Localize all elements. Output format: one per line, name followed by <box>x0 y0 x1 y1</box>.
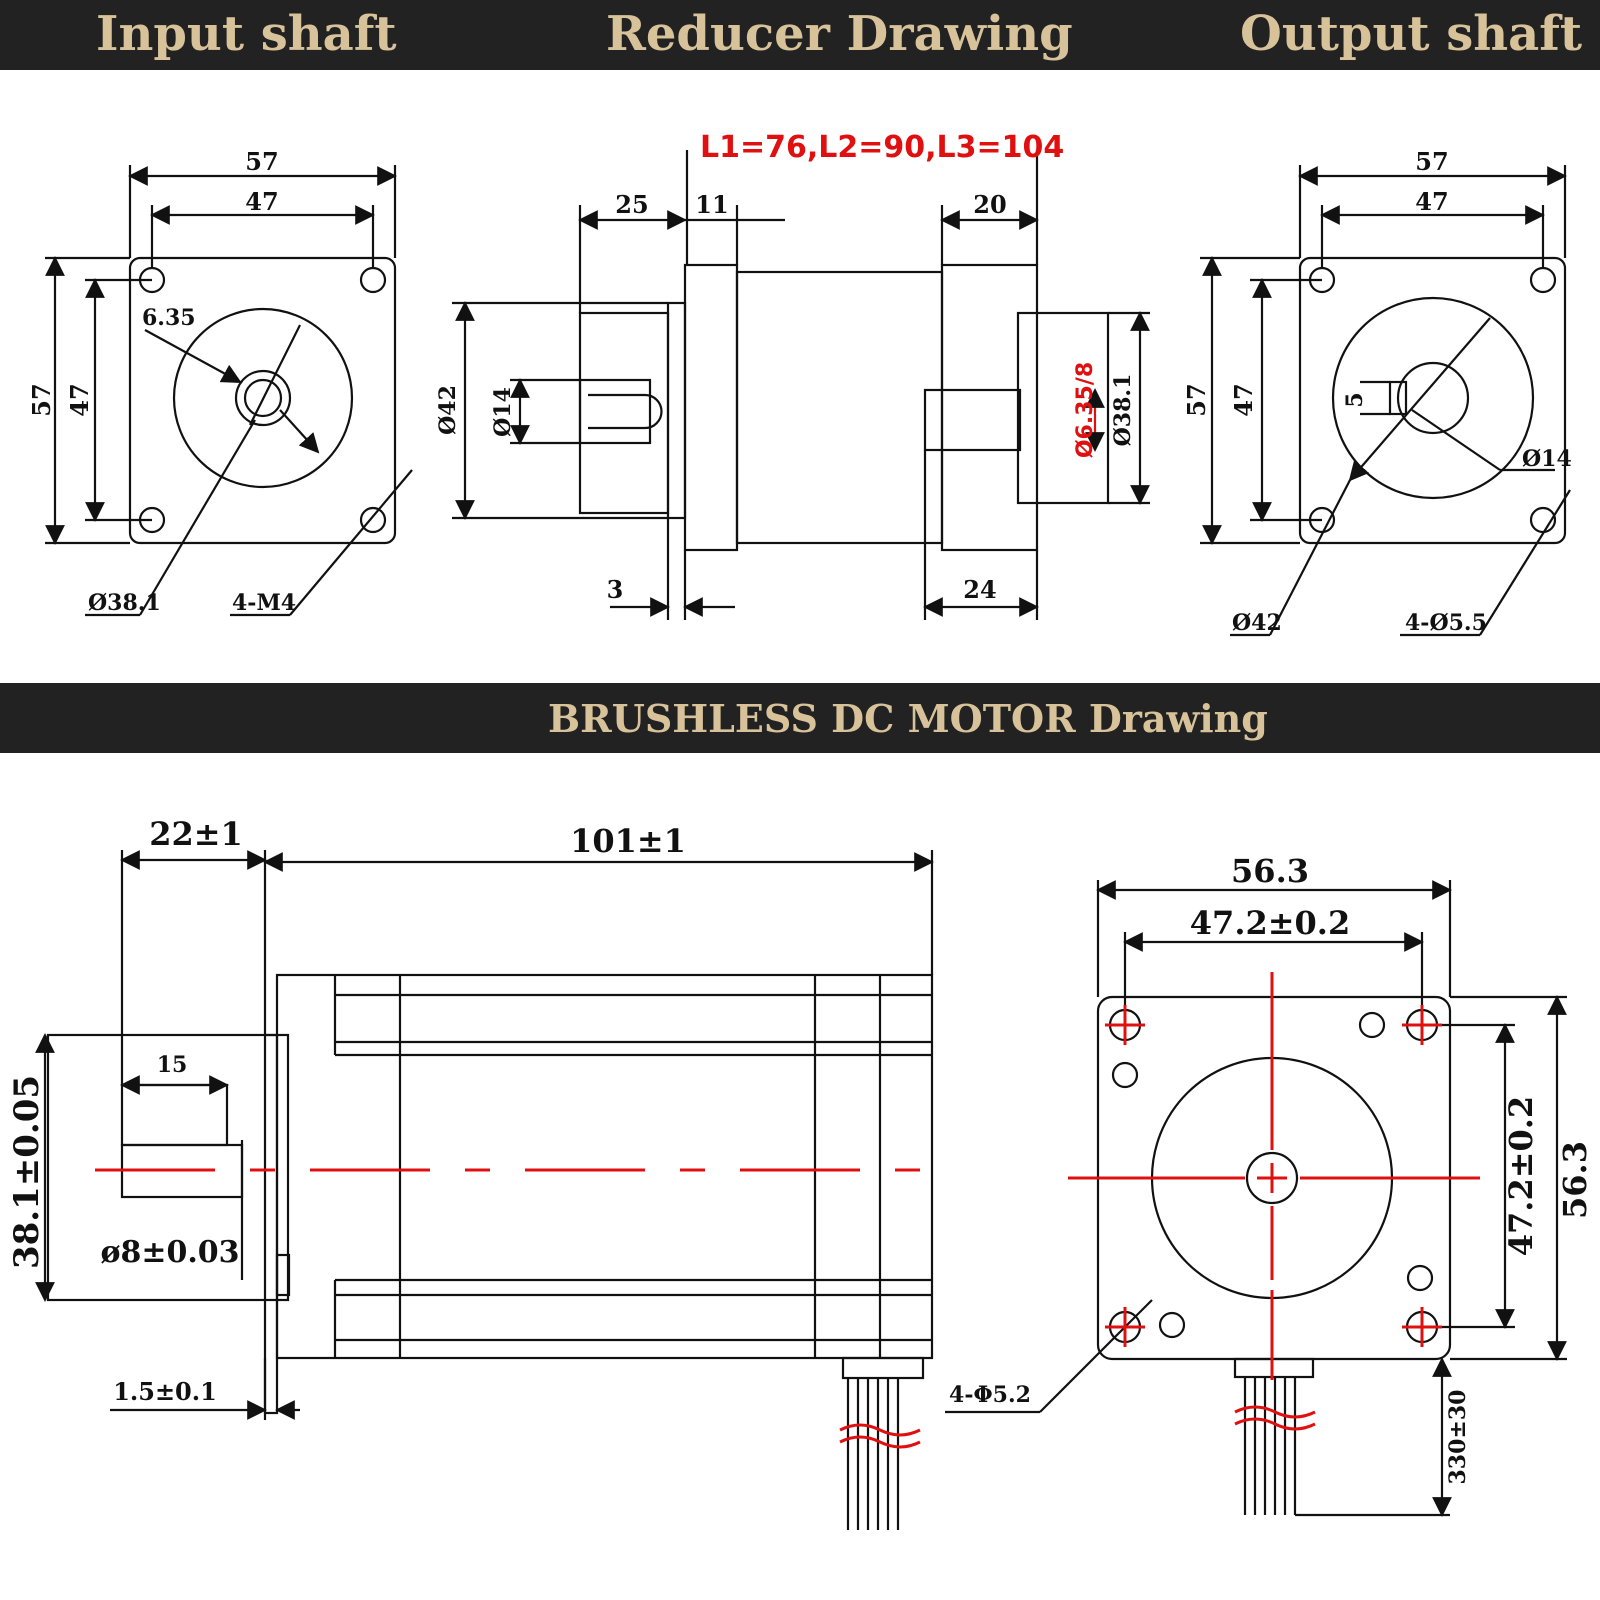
reducer-dim-42: Ø42 <box>435 385 461 435</box>
reducer-dim-24: 24 <box>963 575 996 604</box>
output-shaft-view <box>1200 165 1571 637</box>
front-mount-holes-label: 4-Φ5.2 <box>949 1382 1031 1408</box>
top-header-band <box>0 0 1600 70</box>
motor-pilot-diameter: 38.1±0.05 <box>7 1075 47 1269</box>
header-motor-drawing: BRUSHLESS DC MOTOR Drawing <box>548 696 1268 741</box>
reducer-dim-381: Ø38.1 <box>1110 374 1136 447</box>
output-pilot-label: Ø42 <box>1232 610 1282 636</box>
output-dim-57-left: 57 <box>1182 383 1211 416</box>
input-bore-label: 6.35 <box>142 305 196 331</box>
motor-flange-thickness: 1.5±0.1 <box>113 1377 217 1406</box>
motor-shaft-diameter: ø8±0.03 <box>100 1235 239 1270</box>
reducer-dim-3: 3 <box>607 575 624 604</box>
reducer-dim-25: 25 <box>615 190 648 219</box>
output-dim-47-top: 47 <box>1415 187 1448 216</box>
motor-front-crosshairs <box>1068 972 1480 1431</box>
motor-flat-length: 15 <box>157 1052 188 1078</box>
motor-header-band <box>0 683 1600 753</box>
reducer-dim-11: 11 <box>695 190 728 219</box>
header-output-shaft: Output shaft <box>1240 6 1583 62</box>
front-height-label: 56.3 <box>1556 1141 1594 1219</box>
front-width-label: 56.3 <box>1231 852 1309 890</box>
motor-side-cable-break <box>839 1423 921 1449</box>
reducer-dim-20: 20 <box>973 190 1006 219</box>
input-dim-47-left: 47 <box>65 383 94 416</box>
motor-side-view <box>35 850 934 1530</box>
reducer-dim-14: Ø14 <box>490 387 516 437</box>
output-dim-57-top: 57 <box>1415 147 1448 176</box>
output-shaft-label: Ø14 <box>1522 446 1572 472</box>
front-hole-pitch-label: 47.2±0.2 <box>1190 904 1350 942</box>
reducer-bore-spec: Ø6.35/8 <box>1073 362 1098 458</box>
motor-shaft-length: 22±1 <box>149 815 243 853</box>
header-reducer-drawing: Reducer Drawing <box>606 6 1073 62</box>
input-dim-47-top: 47 <box>245 187 278 216</box>
input-pilot-label: Ø38.1 <box>88 590 161 616</box>
header-input-shaft: Input shaft <box>96 6 397 62</box>
input-dim-57-left: 57 <box>27 383 56 416</box>
front-cable-length-label: 330±30 <box>1445 1390 1471 1485</box>
reducer-length-spec: L1=76,L2=90,L3=104 <box>700 130 1064 165</box>
input-mount-holes-label: 4-M4 <box>232 590 296 616</box>
front-hole-pitch-v-label: 47.2±0.2 <box>1502 1096 1540 1256</box>
output-dim-47-left: 47 <box>1229 383 1258 416</box>
reducer-view <box>452 150 1150 620</box>
output-mount-holes-label: 4-Ø5.5 <box>1405 610 1487 636</box>
motor-body-length: 101±1 <box>570 822 686 860</box>
output-key-label: 5 <box>1342 392 1368 407</box>
input-dim-57-top: 57 <box>245 147 278 176</box>
input-shaft-view <box>45 165 413 617</box>
